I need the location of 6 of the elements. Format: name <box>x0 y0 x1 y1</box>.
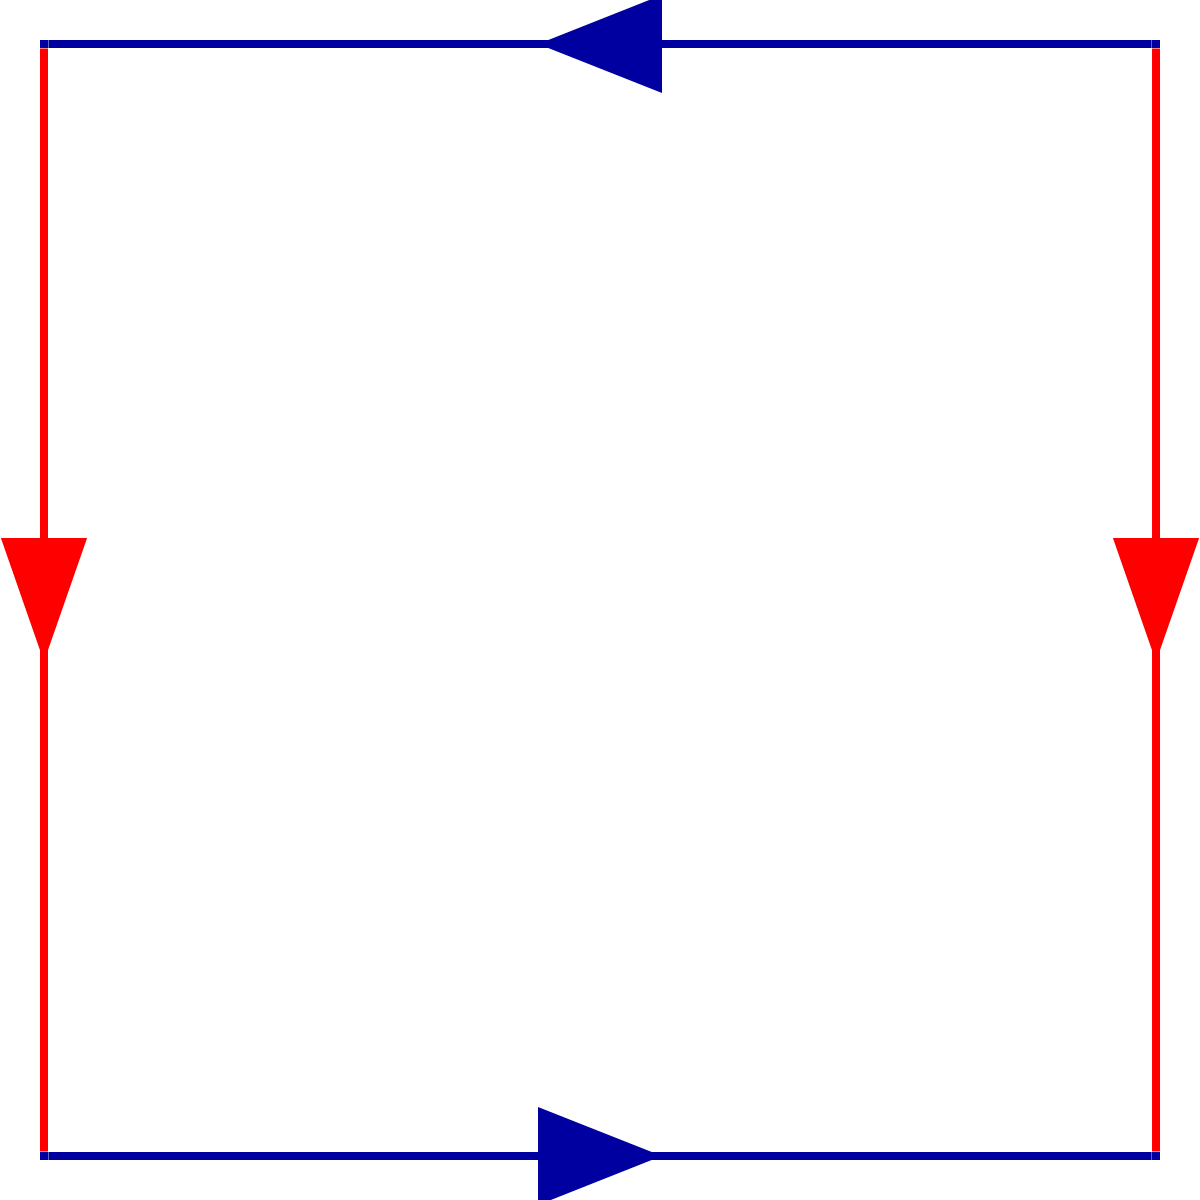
line-joint <box>40 40 48 48</box>
arrow <box>48 1106 1152 1200</box>
arrow <box>48 0 1152 94</box>
line-joint <box>1152 1152 1160 1160</box>
line-joint <box>1152 40 1160 48</box>
line-joint <box>40 1152 48 1160</box>
